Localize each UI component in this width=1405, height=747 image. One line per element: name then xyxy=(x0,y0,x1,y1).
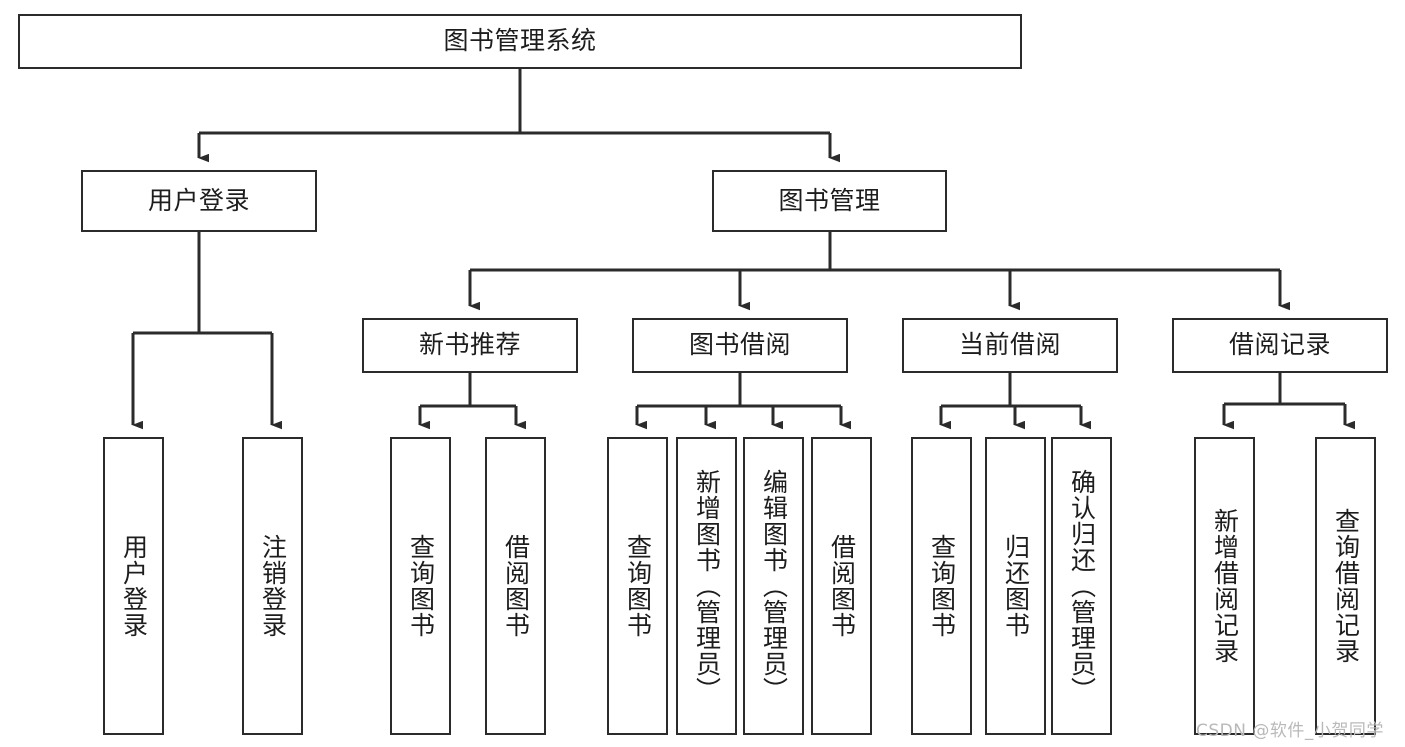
node-leaf-return-book-label: 归还图书 xyxy=(1001,534,1031,638)
node-borrow-record[interactable]: 借阅记录 xyxy=(1172,318,1388,373)
node-current-borrow[interactable]: 当前借阅 xyxy=(902,318,1118,373)
node-leaf-borrow-book-rec-label: 借阅图书 xyxy=(501,534,531,638)
node-leaf-borrow-book[interactable]: 借阅图书 xyxy=(811,437,872,735)
node-leaf-add-borrow-record[interactable]: 新增借阅记录 xyxy=(1194,437,1255,735)
node-current-borrow-label: 当前借阅 xyxy=(958,330,1061,360)
node-leaf-logout-login[interactable]: 注销登录 xyxy=(242,437,303,735)
node-user-login-label: 用户登录 xyxy=(147,185,250,215)
node-user-login[interactable]: 用户登录 xyxy=(81,170,317,232)
node-leaf-user-login-label: 用户登录 xyxy=(119,534,149,638)
node-leaf-edit-book-admin[interactable]: 编辑图书（管理员） xyxy=(743,437,804,735)
node-leaf-add-book-admin[interactable]: 新增图书（管理员） xyxy=(676,437,737,735)
node-leaf-query-borrow-record[interactable]: 查询借阅记录 xyxy=(1315,437,1376,735)
node-leaf-query-book-rec[interactable]: 查询图书 xyxy=(390,437,451,735)
node-leaf-edit-book-admin-label: 编辑图书（管理员） xyxy=(759,469,789,703)
node-leaf-query-book-current-label: 查询图书 xyxy=(927,534,957,638)
node-leaf-query-book-borrow[interactable]: 查询图书 xyxy=(607,437,668,735)
node-book-borrow[interactable]: 图书借阅 xyxy=(632,318,848,373)
node-borrow-record-label: 借阅记录 xyxy=(1228,330,1331,360)
node-new-book-recommend[interactable]: 新书推荐 xyxy=(362,318,578,373)
node-root-label: 图书管理系统 xyxy=(443,26,597,56)
node-leaf-add-book-admin-label: 新增图书（管理员） xyxy=(692,469,722,703)
node-leaf-confirm-return-admin-label: 确认归还（管理员） xyxy=(1067,469,1097,703)
node-leaf-add-borrow-record-label: 新增借阅记录 xyxy=(1210,508,1240,664)
node-leaf-confirm-return-admin[interactable]: 确认归还（管理员） xyxy=(1051,437,1112,735)
node-root[interactable]: 图书管理系统 xyxy=(18,14,1022,69)
node-leaf-borrow-book-label: 借阅图书 xyxy=(827,534,857,638)
node-leaf-user-login[interactable]: 用户登录 xyxy=(103,437,164,735)
node-leaf-query-book-borrow-label: 查询图书 xyxy=(623,534,653,638)
node-leaf-query-book-current[interactable]: 查询图书 xyxy=(911,437,972,735)
node-leaf-logout-login-label: 注销登录 xyxy=(258,534,288,638)
node-new-book-recommend-label: 新书推荐 xyxy=(418,330,521,360)
node-leaf-query-borrow-record-label: 查询借阅记录 xyxy=(1331,508,1361,664)
node-book-borrow-label: 图书借阅 xyxy=(688,330,791,360)
node-book-manage[interactable]: 图书管理 xyxy=(712,170,947,232)
node-book-manage-label: 图书管理 xyxy=(778,185,881,215)
node-leaf-query-book-rec-label: 查询图书 xyxy=(406,534,436,638)
node-leaf-return-book[interactable]: 归还图书 xyxy=(985,437,1046,735)
node-leaf-borrow-book-rec[interactable]: 借阅图书 xyxy=(485,437,546,735)
